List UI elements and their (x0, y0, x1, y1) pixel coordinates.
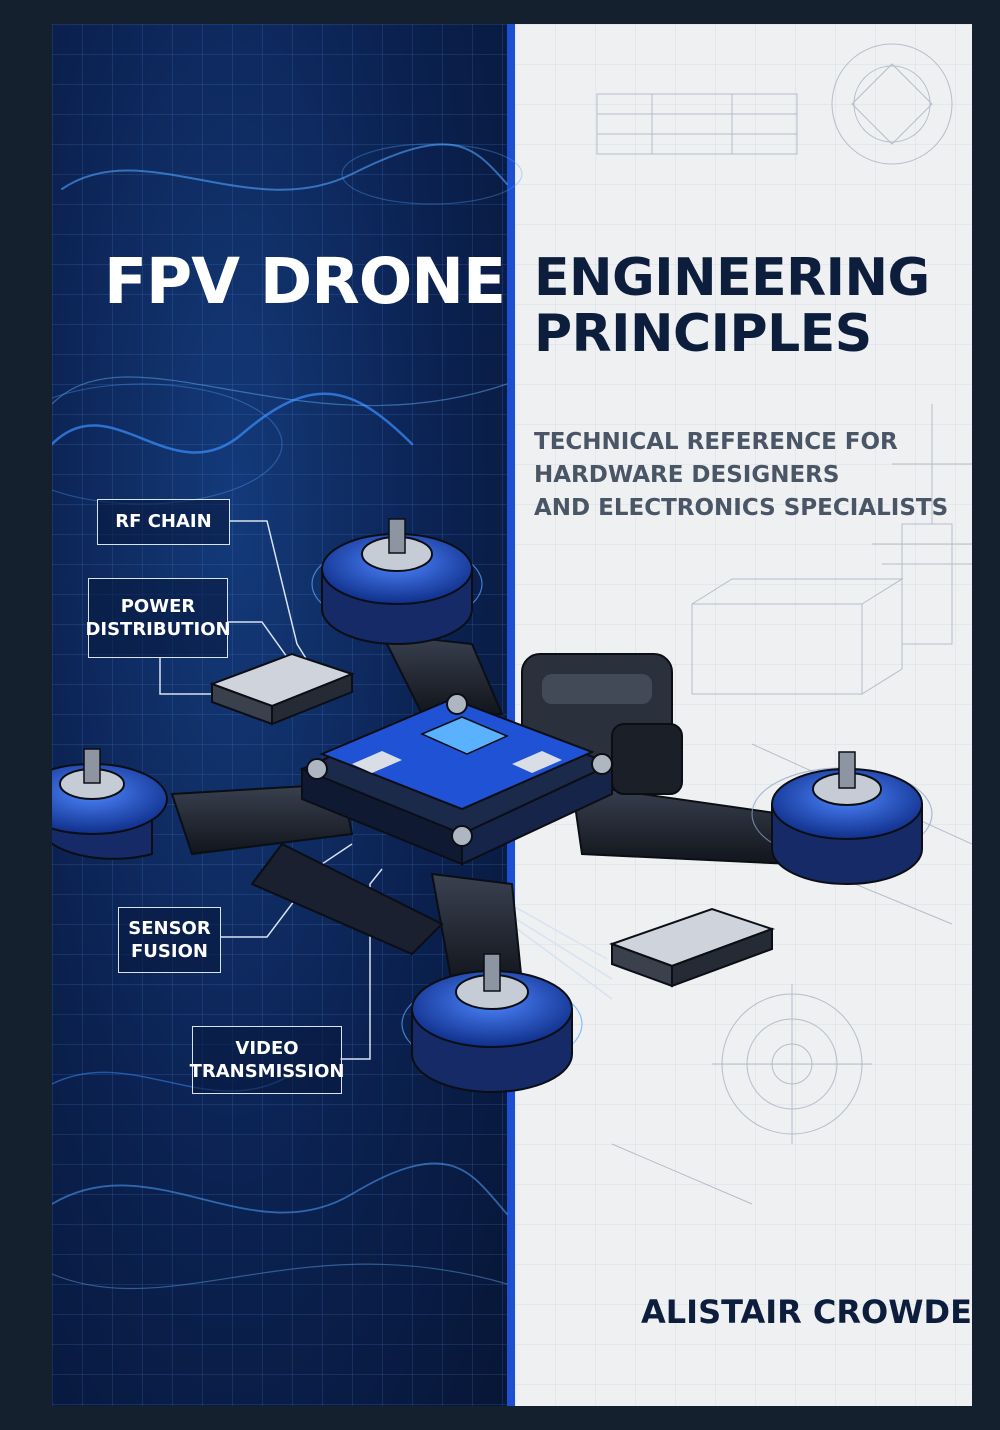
subtitle: TECHNICAL REFERENCE FOR HARDWARE DESIGNE… (534, 426, 948, 525)
subtitle-line-1: TECHNICAL REFERENCE FOR (534, 429, 898, 455)
subtitle-line-3: AND ELECTRONICS SPECIALISTS (534, 495, 949, 522)
motor-left (52, 748, 168, 860)
title-engineering-principles: ENGINEERING PRINCIPLES (534, 250, 930, 362)
callout-sensor-fusion: SENSOR FUSION (118, 907, 221, 973)
callout-lines (159, 520, 613, 1060)
drone-illustration (52, 43, 972, 1290)
motor-right (751, 751, 933, 885)
callout-rf-chain: RF CHAIN (97, 499, 230, 545)
subtitle-line-2: HARDWARE DESIGNERS (534, 462, 840, 489)
callout-power-distribution: POWER DISTRIBUTION (85, 578, 231, 658)
fpv-camera-pod (521, 653, 683, 795)
callout-video-line-2: TRANSMISSION (189, 1061, 345, 1082)
book-cover: FPV DRONE ENGINEERING PRINCIPLES TECHNIC… (52, 24, 972, 1406)
title-fpv-drone: FPV DRONE (104, 245, 506, 318)
esc-module (209, 652, 776, 988)
motor-bottom (401, 953, 583, 1093)
author-name: ALISTAIR CROWDEN (641, 1293, 972, 1331)
callout-video-line-1: VIDEO (235, 1037, 299, 1059)
callout-video-transmission: VIDEO TRANSMISSION (189, 1026, 345, 1094)
motor-top (311, 518, 483, 645)
flight-controller-stack (299, 693, 615, 866)
title-line-2: PRINCIPLES (534, 304, 872, 365)
callout-power-line-2: DISTRIBUTION (85, 619, 231, 640)
callout-rf-chain-label: RF CHAIN (115, 511, 212, 533)
callout-power-line-1: POWER (120, 595, 196, 617)
center-divider (507, 24, 515, 1406)
callout-sensor-line-1: SENSOR (128, 917, 211, 939)
callout-sensor-line-2: FUSION (131, 941, 208, 962)
title-line-1: ENGINEERING (534, 248, 930, 308)
technical-sketches (596, 43, 972, 1205)
